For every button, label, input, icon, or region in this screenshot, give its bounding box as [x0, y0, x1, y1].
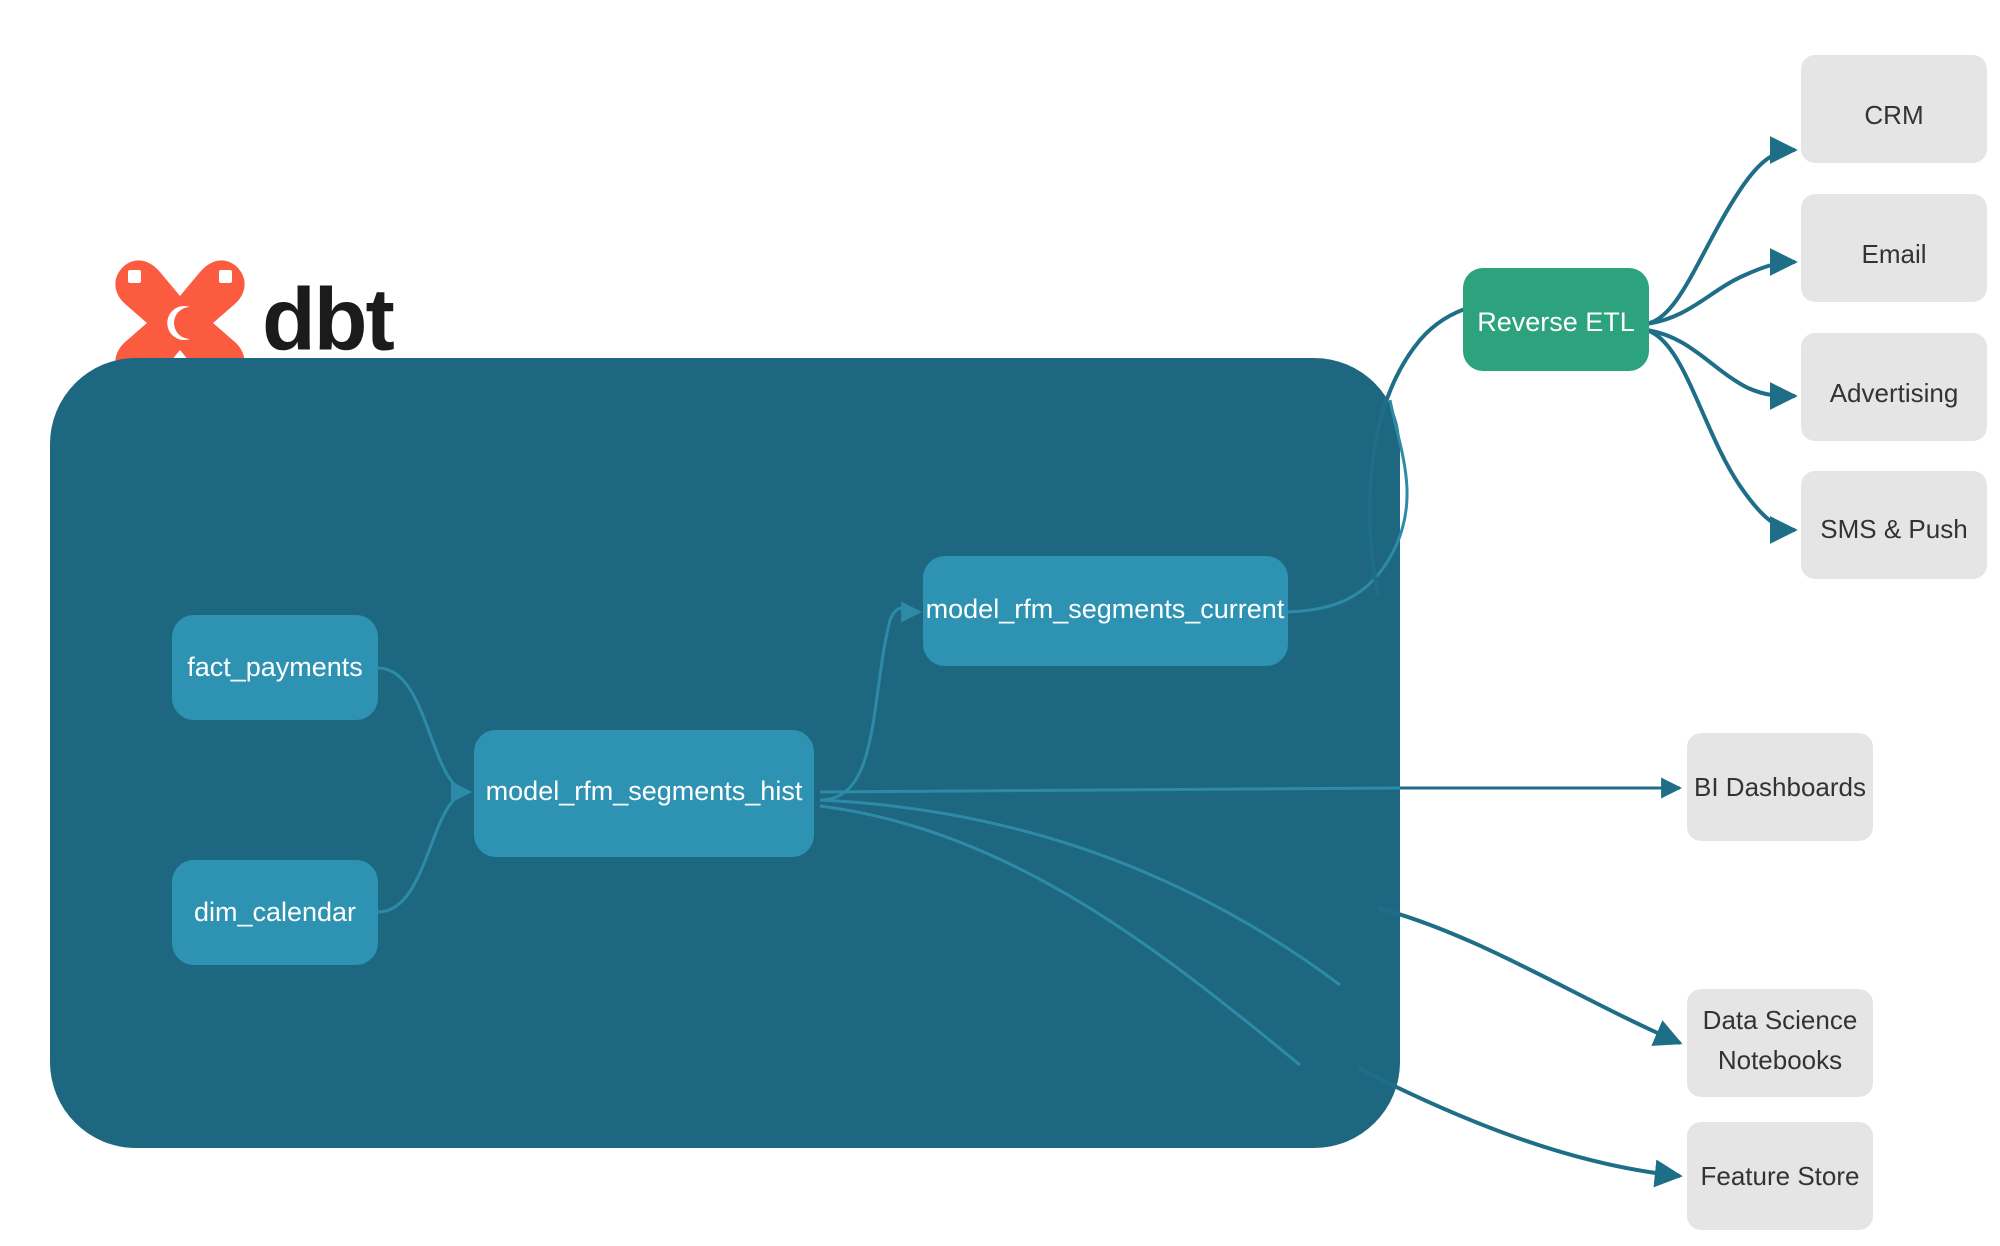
destination-label: Feature Store [1701, 1161, 1860, 1191]
model-node-label: dim_calendar [194, 897, 356, 927]
destination-bi-dashboards[interactable]: BI Dashboards [1687, 733, 1873, 841]
edge-to-feature-store [1357, 1066, 1683, 1188]
destination-sms-push[interactable]: SMS & Push [1801, 471, 1987, 579]
internal-edges [377, 399, 1409, 1067]
destination-label: BI Dashboards [1694, 772, 1866, 802]
edge-hist-to-ds-internal [819, 798, 1341, 987]
edge-hist-to-fs-internal [819, 804, 1301, 1067]
destination-label: Email [1861, 239, 1926, 269]
edge-hist-to-current [819, 601, 923, 802]
model-node-label: fact_payments [187, 652, 363, 682]
model-node-rfm-segments-hist[interactable]: model_rfm_segments_hist [474, 730, 814, 857]
edge-current-to-exit [1279, 399, 1409, 614]
edge-reverse-etl-to-sms-push [1645, 328, 1798, 544]
model-node-rfm-segments-current[interactable]: model_rfm_segments_current [923, 556, 1288, 666]
destination-label: CRM [1864, 100, 1923, 130]
destination-label: Advertising [1830, 378, 1959, 408]
destination-label-line1: Data Science [1703, 1005, 1858, 1035]
destination-email[interactable]: Email [1801, 194, 1987, 302]
destination-label-line2: Notebooks [1718, 1045, 1842, 1075]
model-node-label: model_rfm_segments_current [926, 594, 1285, 624]
model-node-fact-payments[interactable]: fact_payments [172, 615, 378, 720]
model-node-label: model_rfm_segments_hist [486, 776, 803, 806]
edge-reverse-etl-to-advertising [1645, 328, 1798, 410]
destination-feature-store[interactable]: Feature Store [1687, 1122, 1873, 1230]
edge-to-data-science-notebooks [1377, 906, 1683, 1046]
model-node-dim-calendar[interactable]: dim_calendar [172, 860, 378, 965]
destination-advertising[interactable]: Advertising [1801, 333, 1987, 441]
edge-reverse-etl-to-crm [1645, 136, 1798, 326]
destination-crm[interactable]: CRM [1801, 55, 1987, 163]
destination-data-science-notebooks[interactable]: Data Science Notebooks [1687, 989, 1873, 1097]
reverse-etl-node[interactable]: Reverse ETL [1463, 268, 1649, 371]
destination-label: SMS & Push [1820, 514, 1967, 544]
edge-dim-calendar-to-hist [377, 781, 473, 914]
edge-reverse-etl-to-email [1645, 248, 1798, 326]
reverse-etl-label: Reverse ETL [1477, 307, 1635, 337]
edge-hist-to-bi-internal [819, 786, 1401, 794]
dbt-wordmark: dbt [262, 269, 395, 368]
